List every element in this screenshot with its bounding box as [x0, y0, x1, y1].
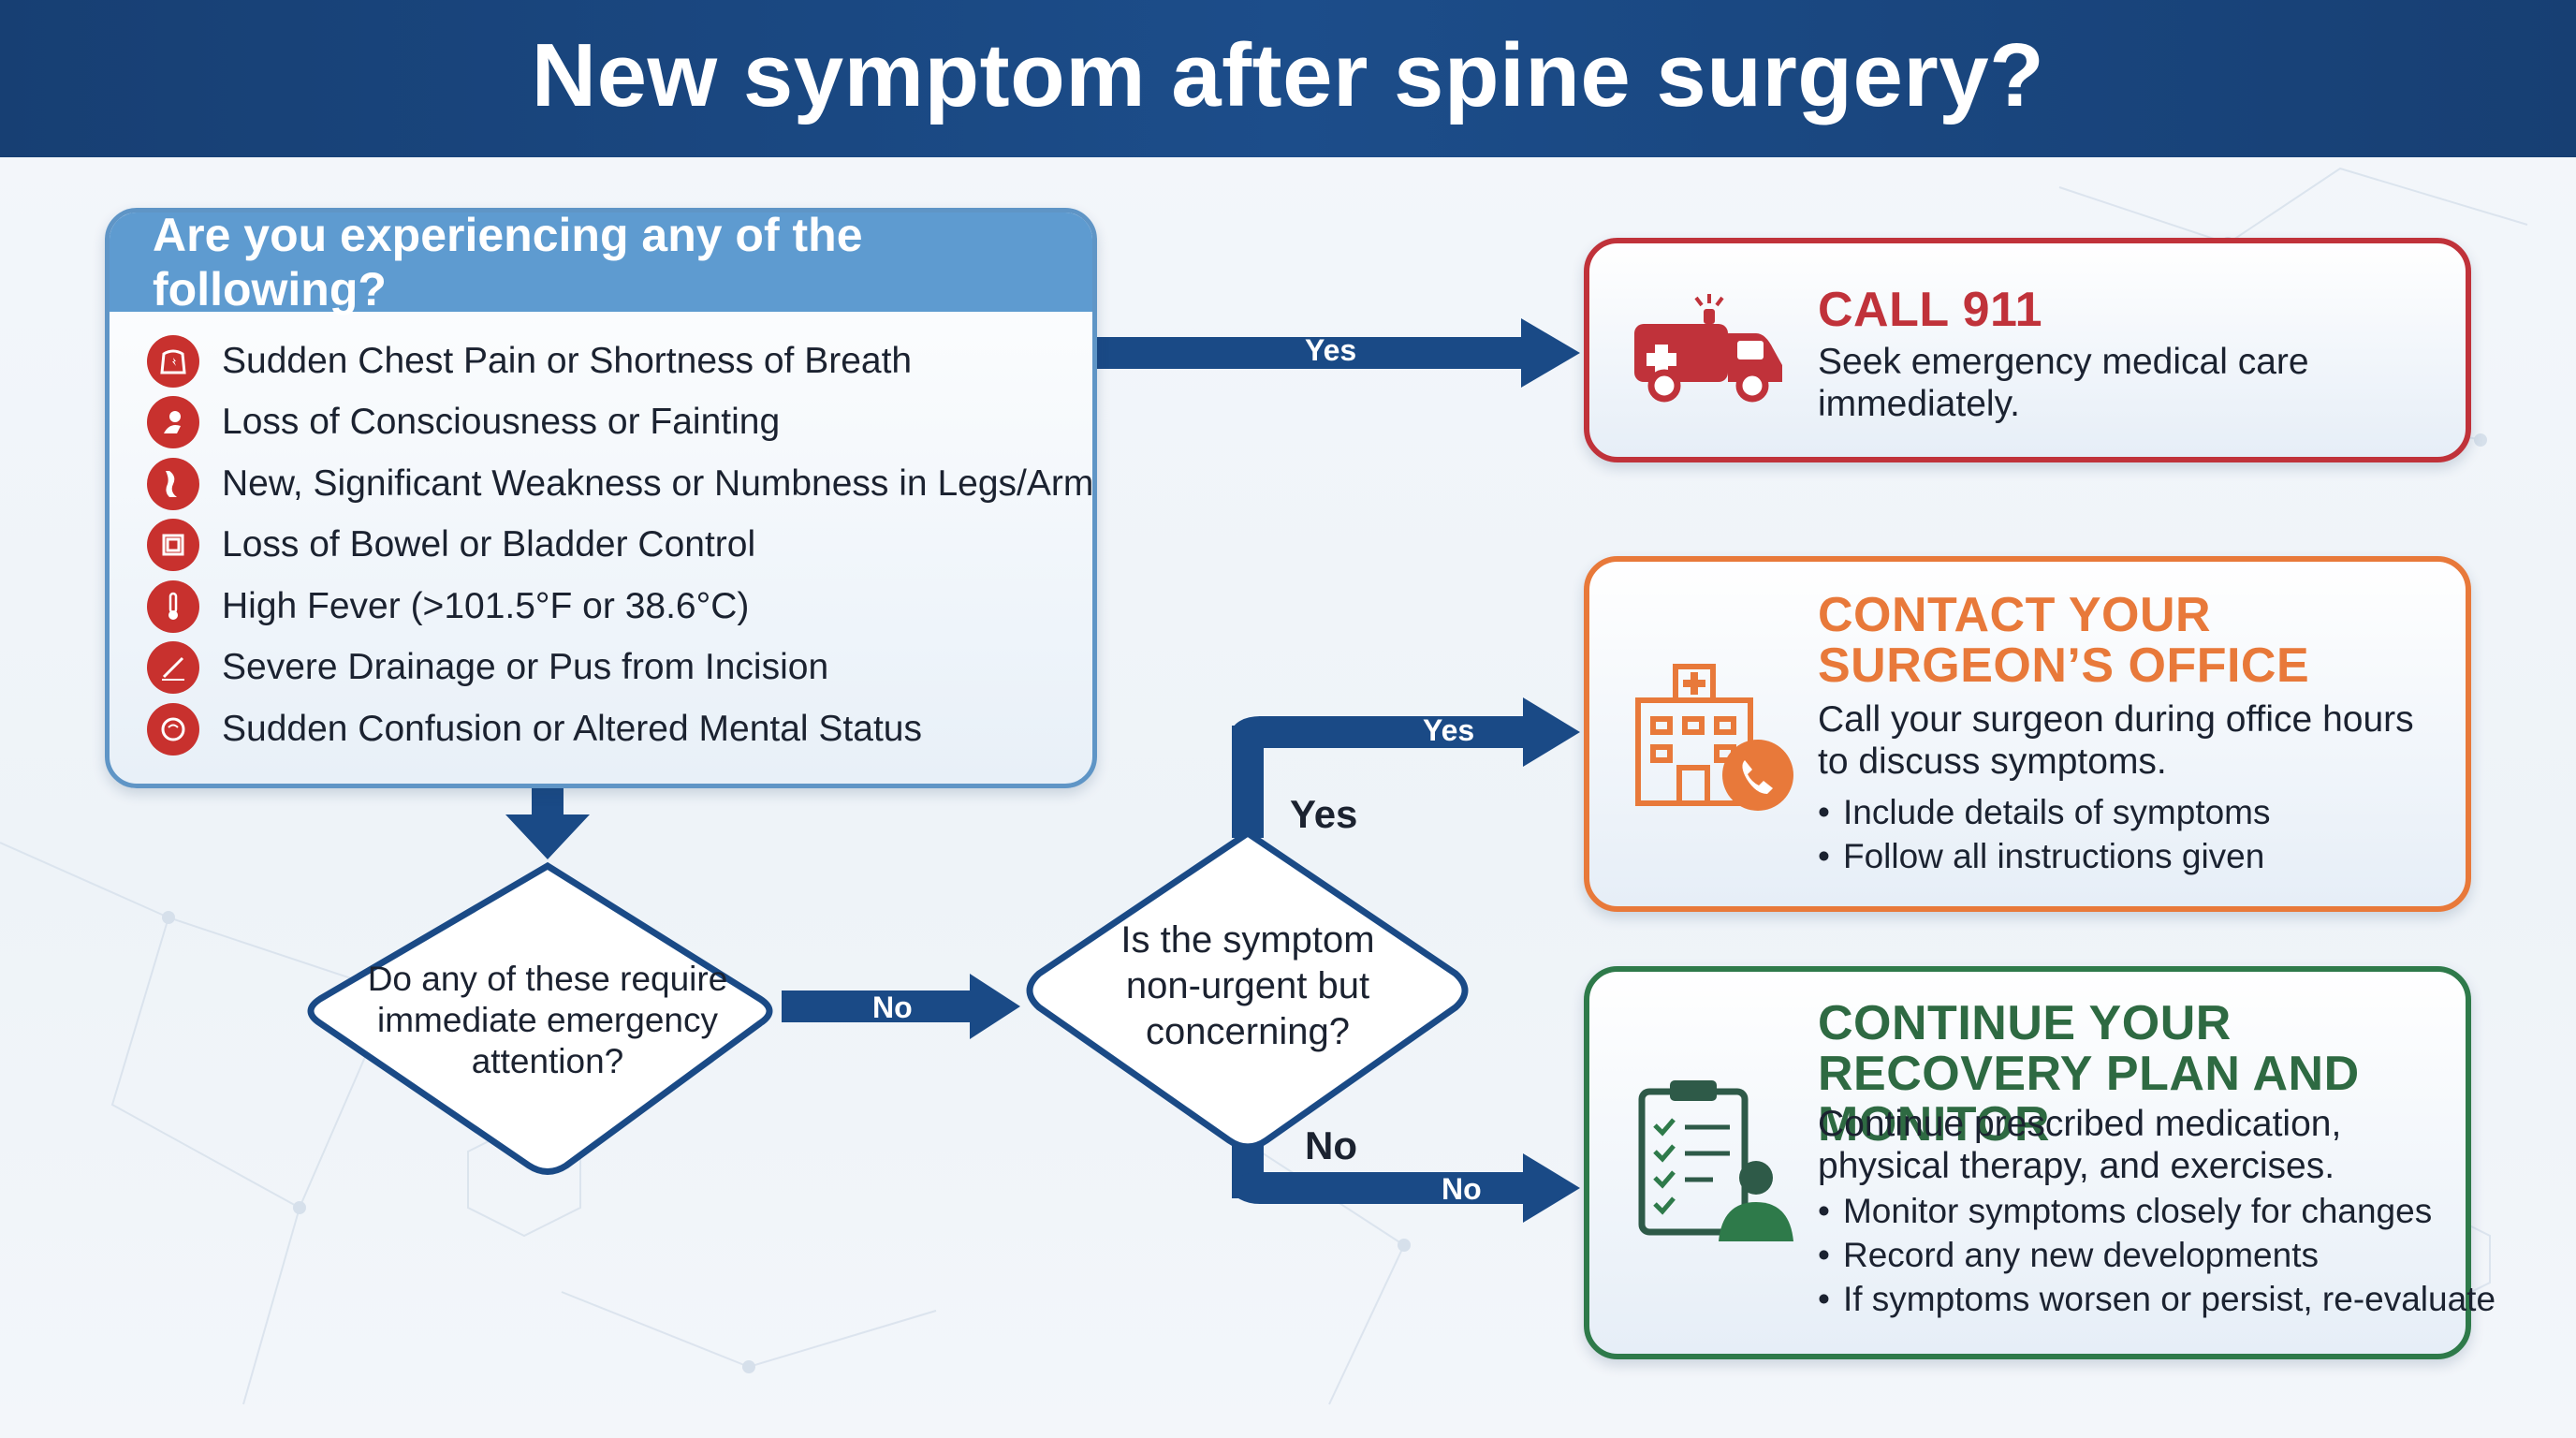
- contact-surgeon-bullets: Include details of symptoms Follow all i…: [1818, 790, 2271, 878]
- list-item: New, Significant Weakness or Numbness in…: [147, 453, 1092, 515]
- list-item: Severe Drainage or Pus from Incision: [147, 638, 1092, 699]
- arrow-down-head: [505, 814, 590, 859]
- label-no-recovery: No: [1442, 1172, 1482, 1206]
- leg-weakness-icon: [147, 457, 199, 510]
- question-box-title: Are you experiencing any of the followin…: [110, 213, 1092, 315]
- contact-surgeon-title: CONTACT YOUR SURGEON’S OFFICE: [1818, 588, 2310, 693]
- symptom-label: High Fever (>101.5°F or 38.6°C): [222, 585, 750, 626]
- list-item: Include details of symptoms: [1818, 790, 2271, 834]
- header-banner: New symptom after spine surgery?: [0, 0, 2576, 157]
- list-item: Loss of Bowel or Bladder Control: [147, 515, 1092, 577]
- continue-recovery-text: Continue prescribed medication, physical…: [1818, 1104, 2342, 1186]
- contact-surgeon-box: CONTACT YOUR SURGEON’S OFFICE Call your …: [1584, 556, 2471, 912]
- hospital-phone-icon: [1635, 664, 1793, 811]
- confusion-head-icon: [147, 702, 199, 756]
- arrow-yes-surgeon-head: [1523, 697, 1580, 767]
- arrow-no-head: [970, 974, 1020, 1039]
- contact-surgeon-text: Call your surgeon during office hours to…: [1818, 699, 2414, 782]
- clipboard-person-icon: [1638, 1080, 1793, 1241]
- arrow-yes-911-head: [1521, 318, 1580, 388]
- symptom-list: Sudden Chest Pain or Shortness of Breath…: [110, 312, 1092, 760]
- fainting-icon: [147, 396, 199, 449]
- ambulance-icon: [1634, 294, 1782, 403]
- list-item: Sudden Chest Pain or Shortness of Breath: [147, 330, 1092, 392]
- intestine-icon: [147, 519, 199, 572]
- list-item: If symptoms worsen or persist, re-evalua…: [1818, 1277, 2496, 1321]
- continue-recovery-title: CONTINUE YOUR RECOVERY PLAN AND MONITOR: [1818, 996, 2360, 1152]
- label-yes-dark: Yes: [1290, 792, 1358, 836]
- symptom-label: Loss of Bowel or Bladder Control: [222, 524, 756, 565]
- label-yes-surgeon: Yes: [1423, 713, 1475, 747]
- continue-recovery-box: CONTINUE YOUR RECOVERY PLAN AND MONITOR …: [1584, 966, 2496, 1359]
- symptom-label: Loss of Consciousness or Fainting: [222, 402, 781, 443]
- arrow-yes-911-shaft: [1092, 337, 1528, 369]
- list-item: Record any new developments: [1818, 1233, 2496, 1277]
- symptom-label: Sudden Confusion or Altered Mental Statu…: [222, 708, 922, 749]
- symptom-label: New, Significant Weakness or Numbness in…: [222, 462, 1097, 504]
- chest-pain-icon: [147, 334, 199, 388]
- thermometer-icon: [147, 580, 199, 633]
- arrow-no-shaft: [782, 990, 976, 1022]
- list-item: High Fever (>101.5°F or 38.6°C): [147, 576, 1092, 638]
- label-no-dark: No: [1305, 1123, 1357, 1167]
- decision-diamond-1: [307, 861, 773, 1175]
- incision-icon: [147, 641, 199, 695]
- decision-1-text: Do any of these require immediate emerge…: [367, 960, 728, 1080]
- list-item: Follow all instructions given: [1818, 834, 2271, 878]
- decision-2-text: Is the symptom non-urgent but concerning…: [1120, 919, 1375, 1052]
- list-item: Sudden Confusion or Altered Mental Statu…: [147, 698, 1092, 760]
- call-911-title: CALL 911: [1818, 283, 2043, 337]
- symptom-label: Sudden Chest Pain or Shortness of Breath: [222, 340, 913, 381]
- decision-diamond-2: [1026, 829, 1469, 1151]
- arrow-no-recovery-head: [1523, 1153, 1580, 1223]
- symptom-label: Severe Drainage or Pus from Incision: [222, 647, 829, 688]
- label-yes-911: Yes: [1305, 333, 1357, 367]
- continue-recovery-bullets: Monitor symptoms closely for changes Rec…: [1818, 1189, 2496, 1321]
- list-item: Monitor symptoms closely for changes: [1818, 1189, 2496, 1233]
- page-title: New symptom after spine surgery?: [531, 25, 2045, 125]
- list-item: Loss of Consciousness or Fainting: [147, 392, 1092, 454]
- symptom-question-box: Are you experiencing any of the followin…: [105, 208, 1097, 788]
- call-911-box: CALL 911 Seek emergency medical care imm…: [1584, 238, 2471, 462]
- label-no-decision: No: [872, 990, 913, 1024]
- call-911-text: Seek emergency medical care immediately.: [1818, 342, 2309, 424]
